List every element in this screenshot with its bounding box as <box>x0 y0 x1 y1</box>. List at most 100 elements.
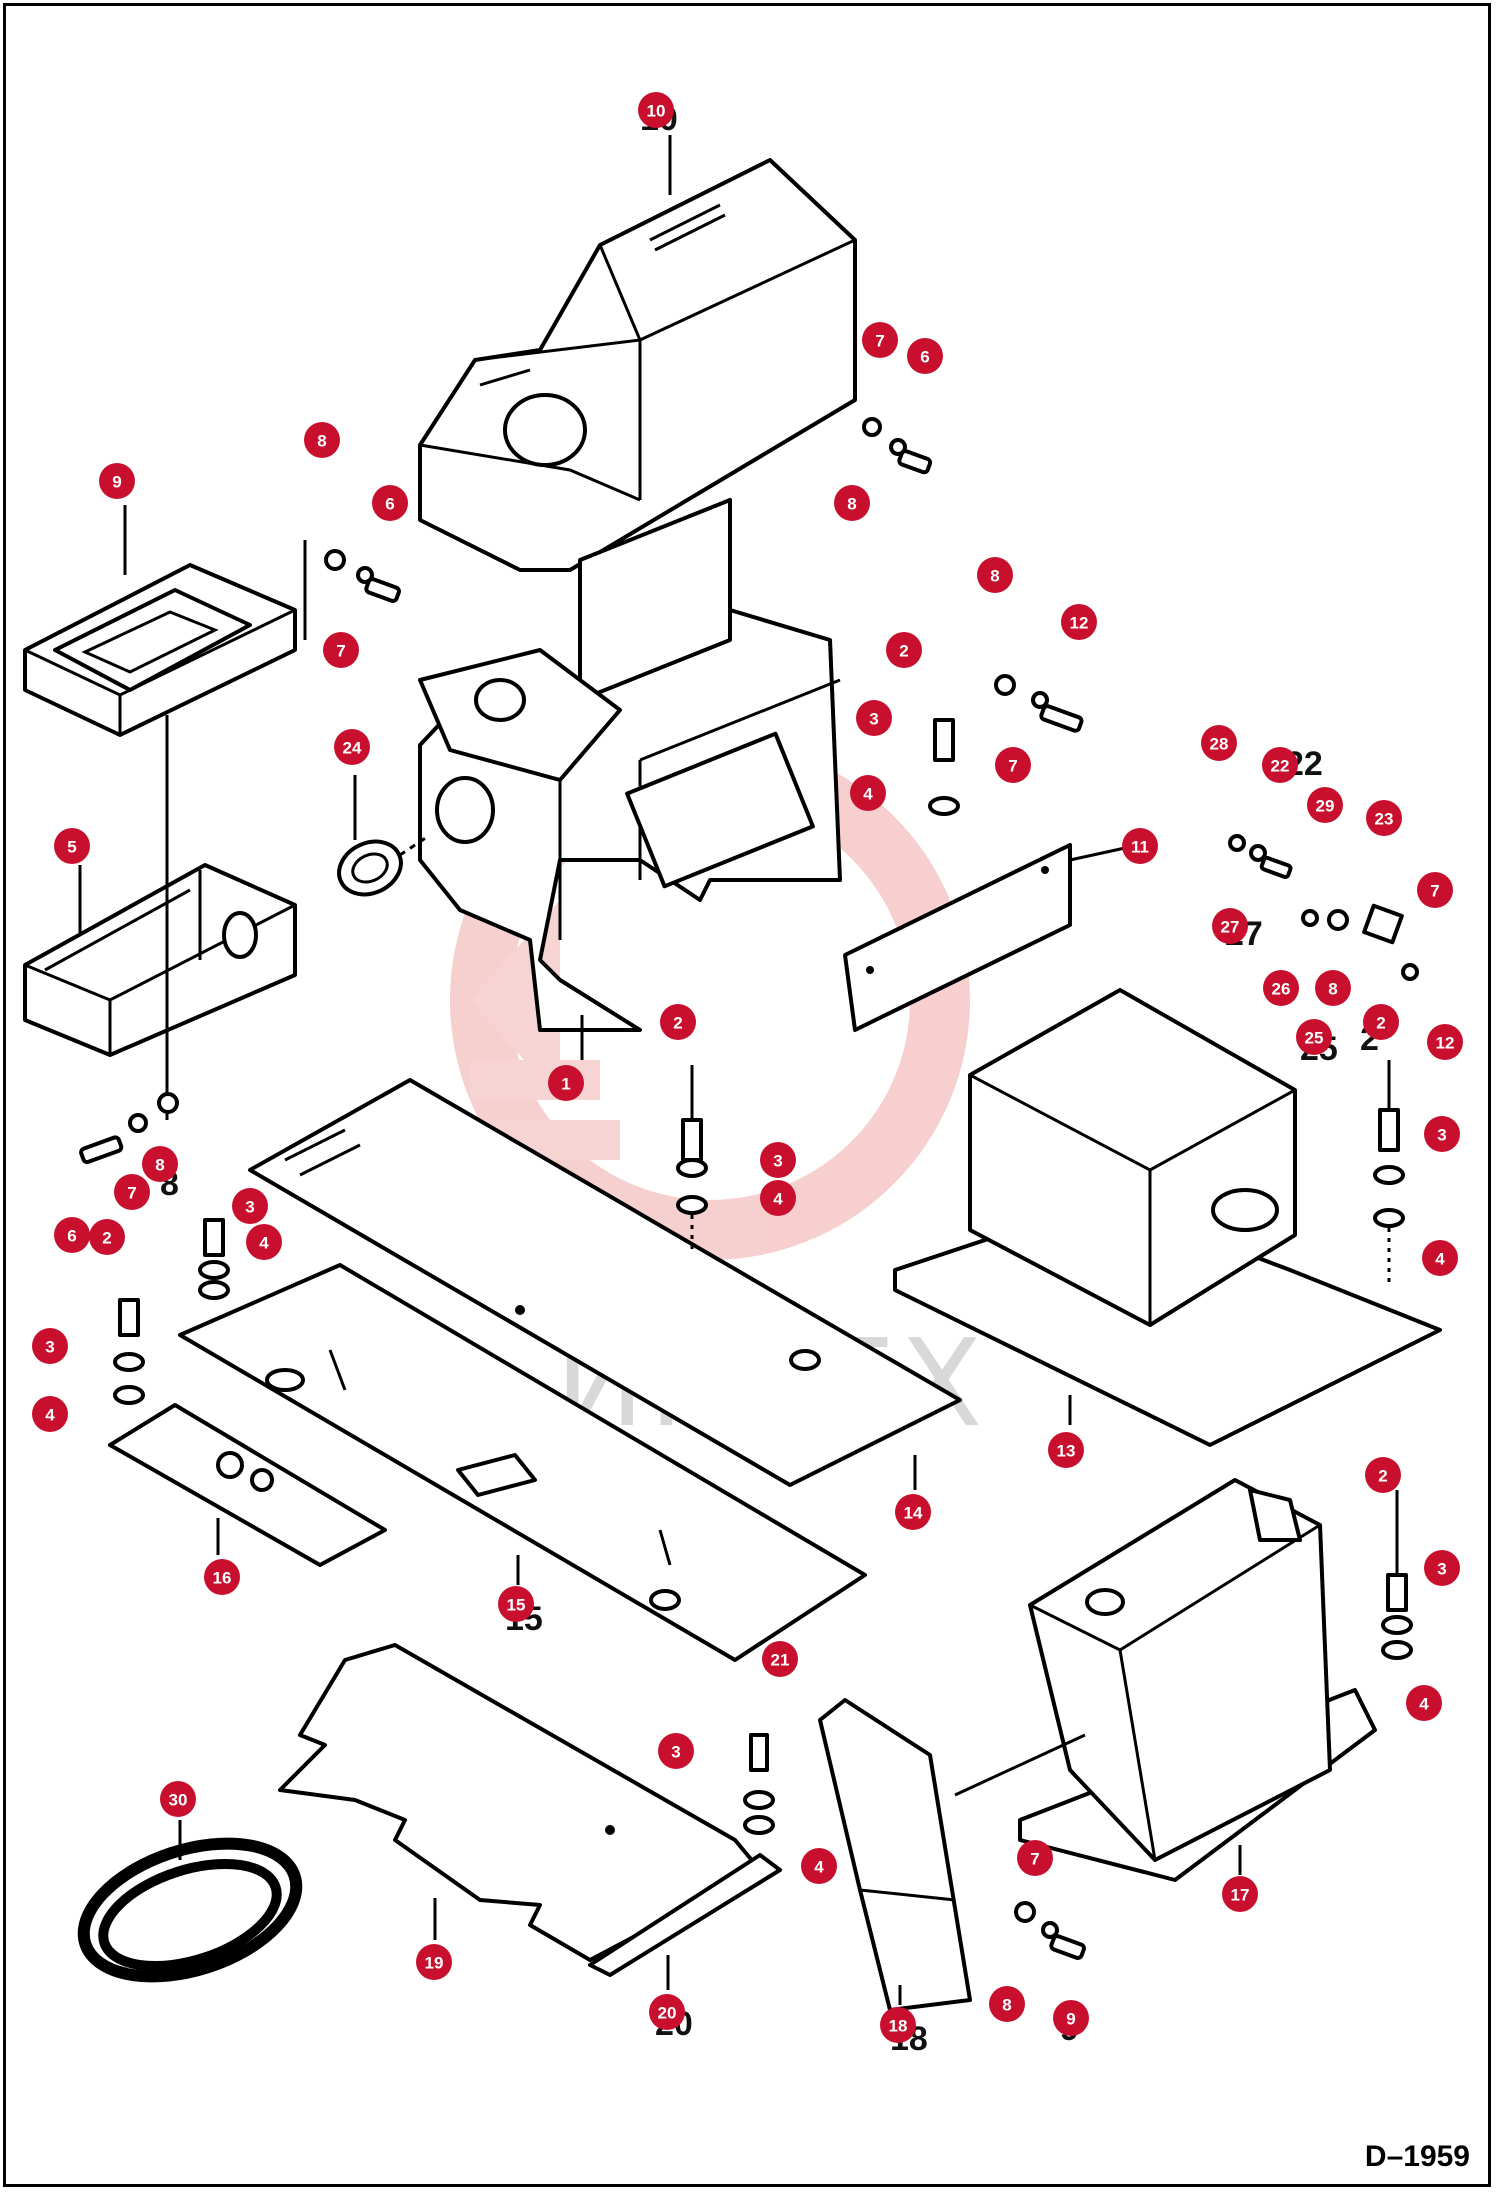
callout-3: 3 <box>1424 1116 1460 1152</box>
callout-number: 20 <box>658 2004 677 2023</box>
callout-badge <box>762 1641 798 1677</box>
callout-4: 4 <box>32 1396 68 1432</box>
callout-badge <box>1296 1019 1332 1055</box>
bolt-stack-left <box>79 1092 179 1165</box>
callout-number: 5 <box>67 838 76 857</box>
callout-17: 17 <box>1222 1876 1258 1912</box>
control-panel <box>108 1403 387 1567</box>
bolt-2-left-b <box>198 1218 230 1300</box>
callout-badge <box>1222 1876 1258 1912</box>
callout-badge <box>850 775 886 811</box>
callout-badge <box>907 338 943 374</box>
callout-11: 11 <box>1122 828 1158 864</box>
callout-23: 23 <box>1366 800 1402 836</box>
callout-badge <box>498 1586 534 1622</box>
drawing-border <box>3 3 1491 2187</box>
callout-badge <box>99 463 135 499</box>
callout-badge <box>372 485 408 521</box>
callout-3: 3 <box>1424 1550 1460 1586</box>
bolt-stack-12 <box>994 674 1084 733</box>
callout-3: 3 <box>856 700 892 736</box>
callout-7: 7 <box>995 747 1031 783</box>
callout-number: 4 <box>259 1234 269 1253</box>
callout-badge <box>204 1559 240 1595</box>
mat-rail <box>588 1853 782 1990</box>
callout-badge <box>1417 872 1453 908</box>
bolt-2-top <box>928 718 960 816</box>
callout-badge <box>232 1188 268 1224</box>
callout-badge <box>160 1781 196 1817</box>
bracket-box <box>23 715 297 1120</box>
callout-badge <box>1363 1004 1399 1040</box>
callout-number: 3 <box>773 1152 782 1171</box>
callout-number: 22 <box>1271 757 1290 776</box>
callout-12: 12 <box>1061 604 1097 640</box>
callout-badge <box>54 1217 90 1253</box>
callout-number: 25 <box>1305 1029 1324 1048</box>
callout-badge <box>1212 908 1248 944</box>
fitting-stack-right <box>1228 834 1419 981</box>
callout-badge <box>989 1986 1025 2022</box>
bolt-2-lower-right <box>1381 1490 1413 1660</box>
callout-badge <box>856 700 892 736</box>
callout-number: 7 <box>1430 882 1439 901</box>
callout-badge <box>834 485 870 521</box>
main-frame <box>418 498 842 1060</box>
callout-number: 2 <box>1378 1467 1387 1486</box>
callout-badge <box>880 2007 916 2043</box>
callout-badge <box>323 632 359 668</box>
drawing-code: D–1959 <box>1364 2140 1470 2173</box>
callout-7: 7 <box>323 632 359 668</box>
rear-tower <box>1018 1478 1377 1882</box>
callout-number: 19 <box>425 1954 444 1973</box>
main-floor-panel <box>178 1263 867 1662</box>
coiled-hose <box>77 1820 303 1983</box>
callout-number: 6 <box>385 495 394 514</box>
callout-number: 4 <box>1419 1695 1429 1714</box>
callout-number: 7 <box>127 1184 136 1203</box>
callout-4: 4 <box>850 775 886 811</box>
seal-ring <box>337 775 431 897</box>
callout-badge <box>416 1944 452 1980</box>
callout-27: 27 <box>1212 908 1248 944</box>
callout-badge <box>1365 1457 1401 1493</box>
bolt-stack-9 <box>324 549 401 603</box>
callout-number: 8 <box>1328 980 1337 999</box>
callout-badge <box>660 1004 696 1040</box>
cover-box <box>23 505 307 737</box>
callout-badge <box>638 92 674 128</box>
callout-number: 4 <box>863 785 873 804</box>
callout-number: 1 <box>561 1075 570 1094</box>
callout-3: 3 <box>232 1188 268 1224</box>
callout-number: 11 <box>1131 838 1149 857</box>
callout-number: 21 <box>771 1651 790 1670</box>
callout-number: 3 <box>671 1743 680 1762</box>
callout-number: 18 <box>889 2017 908 2036</box>
callout-badge <box>1061 604 1097 640</box>
callout-13: 13 <box>1048 1432 1084 1468</box>
callout-number: 24 <box>343 739 362 758</box>
callout-badge <box>1122 828 1158 864</box>
callout-badge <box>995 747 1031 783</box>
callout-number: 7 <box>336 642 345 661</box>
callout-29: 29 <box>1307 787 1343 823</box>
top-cover <box>418 135 857 572</box>
callout-15: 15 <box>498 1586 534 1622</box>
callout-2: 2 <box>886 632 922 668</box>
callout-3: 3 <box>32 1328 68 1364</box>
callout-badge <box>1307 787 1343 823</box>
bolt-stack-lower <box>1014 1901 1086 1960</box>
callout-12: 12 <box>1427 1024 1463 1060</box>
callout-21: 21 <box>762 1641 798 1677</box>
bolt-2-left <box>113 1298 145 1405</box>
callout-16: 16 <box>204 1559 240 1595</box>
callout-26: 26 <box>1263 970 1299 1006</box>
callout-4: 4 <box>760 1180 796 1216</box>
callout-25: 25 <box>1296 1019 1332 1055</box>
callout-20: 20 <box>649 1994 685 2030</box>
callout-number: 7 <box>1030 1850 1039 1869</box>
callout-badge <box>1263 970 1299 1006</box>
callout-number: 12 <box>1436 1034 1455 1053</box>
callout-2: 2 <box>89 1219 125 1255</box>
